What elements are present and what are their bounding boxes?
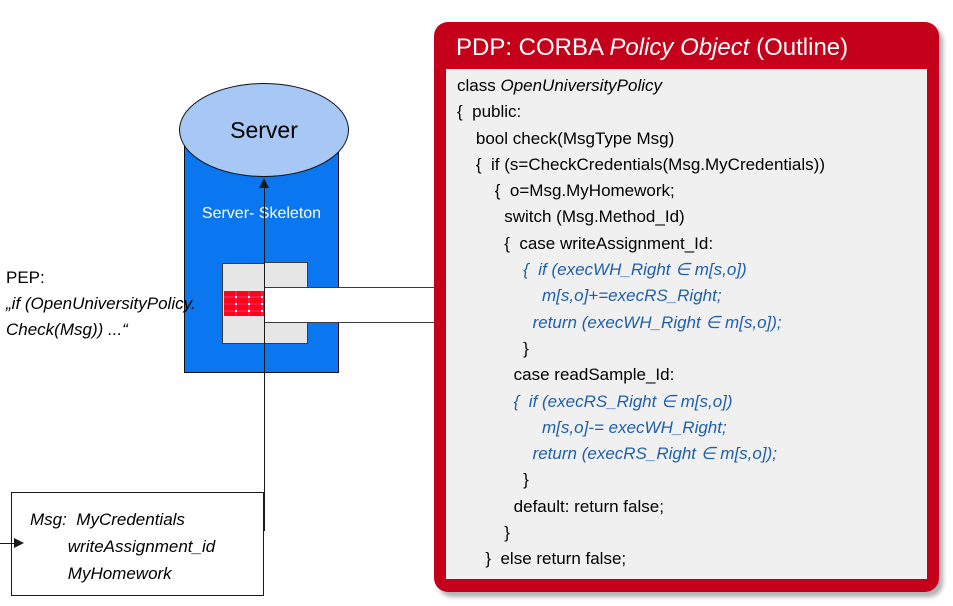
pep-pdp-connector-fill — [265, 288, 442, 322]
code-line: return (execRS_Right ∈ m[s,o]); — [457, 444, 777, 464]
policy-source-code: class OpenUniversityPolicy { public: bool… — [457, 73, 825, 579]
pdp-title-prefix: PDP: CORBA — [456, 34, 610, 61]
code-line: return (execWH_Right ∈ m[s,o]); — [457, 312, 782, 332]
pdp-panel: PDP: CORBA Policy Object (Outline) class… — [434, 22, 939, 592]
code-line: { if (execWH_Right ∈ m[s,o]) — [457, 260, 747, 280]
pep-caption: PEP: „if (OpenUniversityPolicy. Check(Msg)… — [6, 265, 196, 343]
code-line: { if (s=CheckCredentials(Msg.MyCredentia… — [457, 154, 825, 174]
server-skeleton-label: Server- Skeleton — [201, 205, 322, 222]
code-line: { case writeAssignment_Id: — [457, 233, 714, 253]
server-label: Server — [230, 116, 298, 143]
msg-box-text: Msg: MyCredentials writeAssignment_id My… — [30, 510, 216, 583]
code-line: } — [457, 573, 825, 579]
pep-caption-line2: „if (OpenUniversityPolicy. — [6, 294, 196, 313]
server-ellipse: Server — [179, 83, 349, 177]
pep-caption-line3: Check(Msg)) ...“ — [6, 320, 128, 339]
message-flow-line — [264, 186, 265, 531]
code-line: m[s,o]-= execWH_Right; — [457, 417, 727, 437]
code-line: bool check(MsgType Msg) — [457, 128, 675, 148]
pdp-title-suffix: (Outline) — [749, 34, 849, 61]
code-line: class OpenUniversityPolicy — [457, 76, 663, 95]
pep-notch-top — [264, 262, 308, 290]
right-arrow-icon — [14, 538, 24, 548]
code-line: } else return false; — [457, 549, 627, 569]
code-line: switch (Msg.Method_Id) — [457, 207, 685, 227]
code-line: } — [457, 338, 529, 358]
code-line: m[s,o]+=execRS_Right; — [457, 286, 722, 306]
code-line: case readSample_Id: — [457, 365, 675, 385]
pdp-title: PDP: CORBA Policy Object (Outline) — [456, 34, 848, 62]
code-line: { public: — [457, 102, 522, 122]
code-line: } — [457, 523, 510, 543]
code-line: } — [457, 470, 529, 490]
code-line: { if (execRS_Right ∈ m[s,o]) — [457, 391, 733, 411]
up-arrow-icon — [259, 178, 269, 188]
code-line: default: return false; — [457, 496, 664, 516]
msg-box: Msg: MyCredentials writeAssignment_id My… — [11, 492, 264, 596]
pdp-code-panel: class OpenUniversityPolicy { public: bool… — [446, 69, 927, 579]
pdp-title-italic: Policy Object — [609, 34, 750, 61]
code-line: { o=Msg.MyHomework; — [457, 181, 675, 201]
pep-caption-line1: PEP: — [6, 268, 45, 287]
msg-inbound-line — [0, 543, 20, 544]
